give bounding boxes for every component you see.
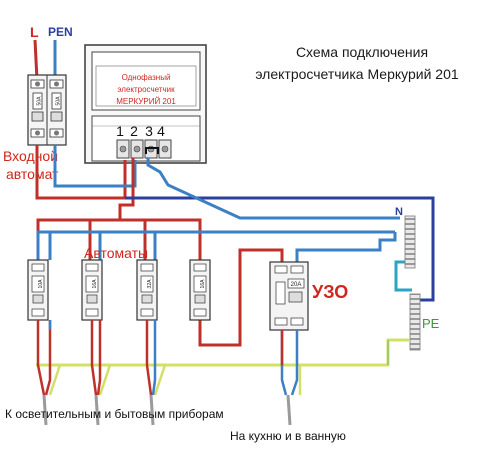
neutral-bus <box>404 215 416 269</box>
incoming-phase-wire <box>33 39 39 81</box>
cable-ends <box>42 394 292 426</box>
meter-terminal-4: 4 <box>157 123 165 139</box>
ground-bus <box>409 293 421 351</box>
label-N: N <box>395 206 403 218</box>
branch-breaker-2 <box>81 259 103 321</box>
phase-to-meter-wire <box>35 145 127 200</box>
rcd-rating: 20A <box>291 282 302 288</box>
meter-terminal-3: 3 <box>145 123 153 139</box>
neutral-out-wire <box>146 158 400 220</box>
branch-breaker-4 <box>189 259 211 321</box>
input-breaker-rating-1: 50A <box>37 96 43 106</box>
label-input-breaker-line-1: Входной <box>3 148 58 164</box>
label-PEN: PEN <box>48 25 73 39</box>
label-input-breaker-line-2: автомат <box>6 166 59 182</box>
branch-breaker-3-rating: 32A <box>147 279 153 289</box>
meter-jumper <box>145 147 159 154</box>
branch-breaker-1-rating: 10A <box>38 279 44 289</box>
branch-2-out-wires <box>90 320 102 396</box>
label-rcd: УЗО <box>312 282 348 302</box>
title-line-1: Схема подключения <box>296 44 428 60</box>
branch-1-out-wires <box>36 320 52 396</box>
neutral-pe-link-wire <box>394 260 412 292</box>
label-PE: PE <box>422 316 440 331</box>
phase-bus-wire <box>120 218 202 260</box>
meter-face-line-1: Однофазный <box>122 73 171 82</box>
input-breaker-rating-2: 50A <box>56 96 62 106</box>
caption-kitchen-bath: На кухню и в ванную <box>230 429 346 443</box>
input-breaker: 50A 50A <box>27 74 67 146</box>
meter-terminal-2: 2 <box>130 123 138 139</box>
pe-branches <box>48 364 302 396</box>
neutral-branches <box>48 232 157 260</box>
caption-lighting: К осветительным и бытовым приборам <box>5 407 224 421</box>
branch-breaker-2-rating: 16A <box>92 279 98 289</box>
neutral-distribution-wire <box>36 230 395 260</box>
rcd-out-wires <box>280 330 299 396</box>
pen-to-pe-wire <box>395 196 435 302</box>
meter-terminal-1: 1 <box>116 123 124 139</box>
neutral-to-meter-wire <box>53 145 137 188</box>
branch-breaker-1 <box>27 259 49 321</box>
label-breakers: Автоматы <box>84 245 148 261</box>
meter-face-line-3: МЕРКУРИЙ 201 <box>116 97 176 106</box>
meter-face-line-2: электросчетчик <box>117 85 175 94</box>
branch-3-out-wire <box>145 320 153 396</box>
branch-breaker-4-rating: 16A <box>200 279 206 289</box>
phase-to-rcd-wire <box>198 248 284 347</box>
neutral-to-rcd-wire <box>295 232 397 262</box>
branch-breaker-3 <box>136 259 158 321</box>
branch-3-neutral-wire <box>151 320 157 396</box>
rcd-device <box>269 261 309 331</box>
title-line-2: электросчетчика Меркурий 201 <box>255 66 459 82</box>
label-L: L <box>30 24 39 40</box>
